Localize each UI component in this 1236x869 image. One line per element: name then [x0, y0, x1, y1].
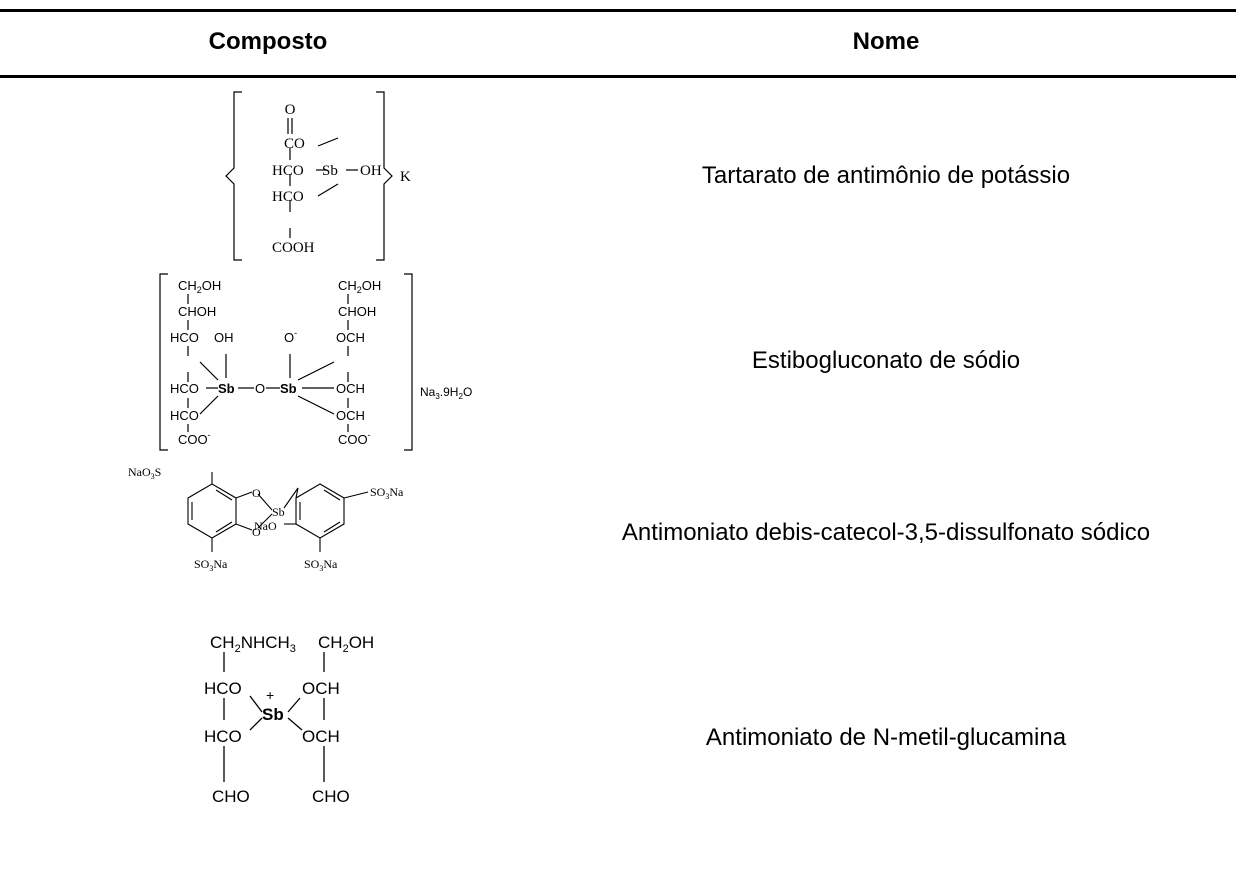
header-compound: Composto — [208, 28, 328, 55]
stibo-och-1: OCH — [336, 330, 365, 345]
table-row: NaO3S O O Sb NaO SO3Na SO3Na SO3Na Antim… — [0, 458, 1236, 608]
meglumine-och-1: OCH — [302, 679, 340, 698]
compound-name: Antimoniato de N-metil-glucamina — [705, 724, 1067, 751]
structure-stibogluconate-drawing: CH2OH CHOH HCO OH HCO Sb O Sb O- HCO COO… — [159, 273, 472, 451]
name-cell: Estibogluconato de sódio — [536, 268, 1236, 454]
stibo-hco-2: HCO — [170, 381, 199, 396]
meglumine-och-2: OCH — [302, 727, 340, 746]
header-rule — [0, 75, 1236, 78]
stibo-ch2oh-right: CH2OH — [338, 278, 381, 295]
meglumine-plus: + — [266, 687, 274, 703]
stibo-o-bridge: O — [255, 381, 265, 396]
stibo-ch2oh-left: CH2OH — [178, 278, 221, 295]
stibo-coo-left: COO- — [178, 430, 211, 447]
table-row: CH2OH CHOH HCO OH HCO Sb O Sb O- HCO COO… — [0, 268, 1236, 454]
stibo-hco-1: HCO — [170, 330, 199, 345]
catechol-so3na-1: SO3Na — [370, 485, 404, 501]
stibo-och-2: OCH — [336, 381, 365, 396]
meglumine-ch2oh: CH2OH — [318, 633, 374, 655]
stibo-chohr: CHOH — [338, 304, 376, 319]
structure-meglumine: CH2NHCH3 CH2OH HCO HCO OCH OCH Sb + CHO … — [0, 612, 536, 864]
catechol-so3na-3: SO3Na — [304, 557, 338, 573]
meglumine-sb: Sb — [262, 705, 284, 724]
stibo-oh: OH — [214, 330, 234, 345]
structure-stibogluconate: CH2OH CHOH HCO OH HCO Sb O Sb O- HCO COO… — [0, 268, 536, 454]
structure-catechol-drawing: NaO3S O O Sb NaO SO3Na SO3Na SO3Na — [128, 465, 404, 573]
tartrate-group-oh: OH — [360, 163, 382, 179]
stibo-och-3: OCH — [336, 408, 365, 423]
stibo-o-minus: O- — [284, 328, 297, 345]
tartrate-group-hco-2: HCO — [272, 189, 304, 205]
meglumine-cho-2: CHO — [312, 787, 350, 806]
header-name: Nome — [852, 28, 920, 55]
name-cell: Tartarato de antimônio de potássio — [536, 88, 1236, 264]
tartrate-group-cooh: COOH — [272, 240, 315, 256]
catechol-nao3s: NaO3S — [128, 465, 161, 481]
structure-tartrate: O CO HCO HCO COOH Sb OH K — [0, 88, 536, 264]
top-rule — [0, 9, 1236, 12]
stibo-hco-3: HCO — [170, 408, 199, 423]
meglumine-hco-2: HCO — [204, 727, 242, 746]
name-cell: Antimoniato debis-catecol-3,5-dissulfona… — [536, 458, 1236, 608]
catechol-sb: Sb — [272, 505, 285, 519]
stibo-chohl: CHOH — [178, 304, 216, 319]
meglumine-hco-1: HCO — [204, 679, 242, 698]
stibo-sb-2: Sb — [280, 381, 297, 396]
structure-catechol-disulfonate: NaO3S O O Sb NaO SO3Na SO3Na SO3Na — [0, 458, 536, 608]
tartrate-counterion-k: K — [400, 169, 411, 185]
stibo-counterion: Na3.9H2O — [420, 385, 472, 401]
name-cell: Antimoniato de N-metil-glucamina — [536, 612, 1236, 864]
compound-name: Tartarato de antimônio de potássio — [701, 162, 1071, 189]
tartrate-group-co: CO — [284, 136, 305, 152]
catechol-so3na-2: SO3Na — [194, 557, 228, 573]
table-row: CH2NHCH3 CH2OH HCO HCO OCH OCH Sb + CHO … — [0, 612, 1236, 864]
structure-tartrate-drawing: O CO HCO HCO COOH Sb OH K — [225, 91, 411, 261]
catechol-nao: NaO — [254, 519, 277, 533]
tartrate-atom-o: O — [285, 102, 296, 118]
meglumine-ch2nhch3: CH2NHCH3 — [210, 633, 296, 655]
structure-meglumine-drawing: CH2NHCH3 CH2OH HCO HCO OCH OCH Sb + CHO … — [204, 633, 374, 806]
catechol-o-1: O — [252, 486, 261, 500]
compound-name: Estibogluconato de sódio — [751, 347, 1021, 374]
table-row: O CO HCO HCO COOH Sb OH K Tartarato de a… — [0, 88, 1236, 264]
meglumine-cho-1: CHO — [212, 787, 250, 806]
tartrate-atom-sb: Sb — [322, 163, 338, 179]
stibo-coo-right: COO- — [338, 430, 371, 447]
catechol-o-2: O — [252, 525, 261, 539]
compound-name: Antimoniato debis-catecol-3,5-dissulfona… — [621, 519, 1151, 546]
tartrate-group-hco-1: HCO — [272, 163, 304, 179]
stibo-sb-1: Sb — [218, 381, 235, 396]
